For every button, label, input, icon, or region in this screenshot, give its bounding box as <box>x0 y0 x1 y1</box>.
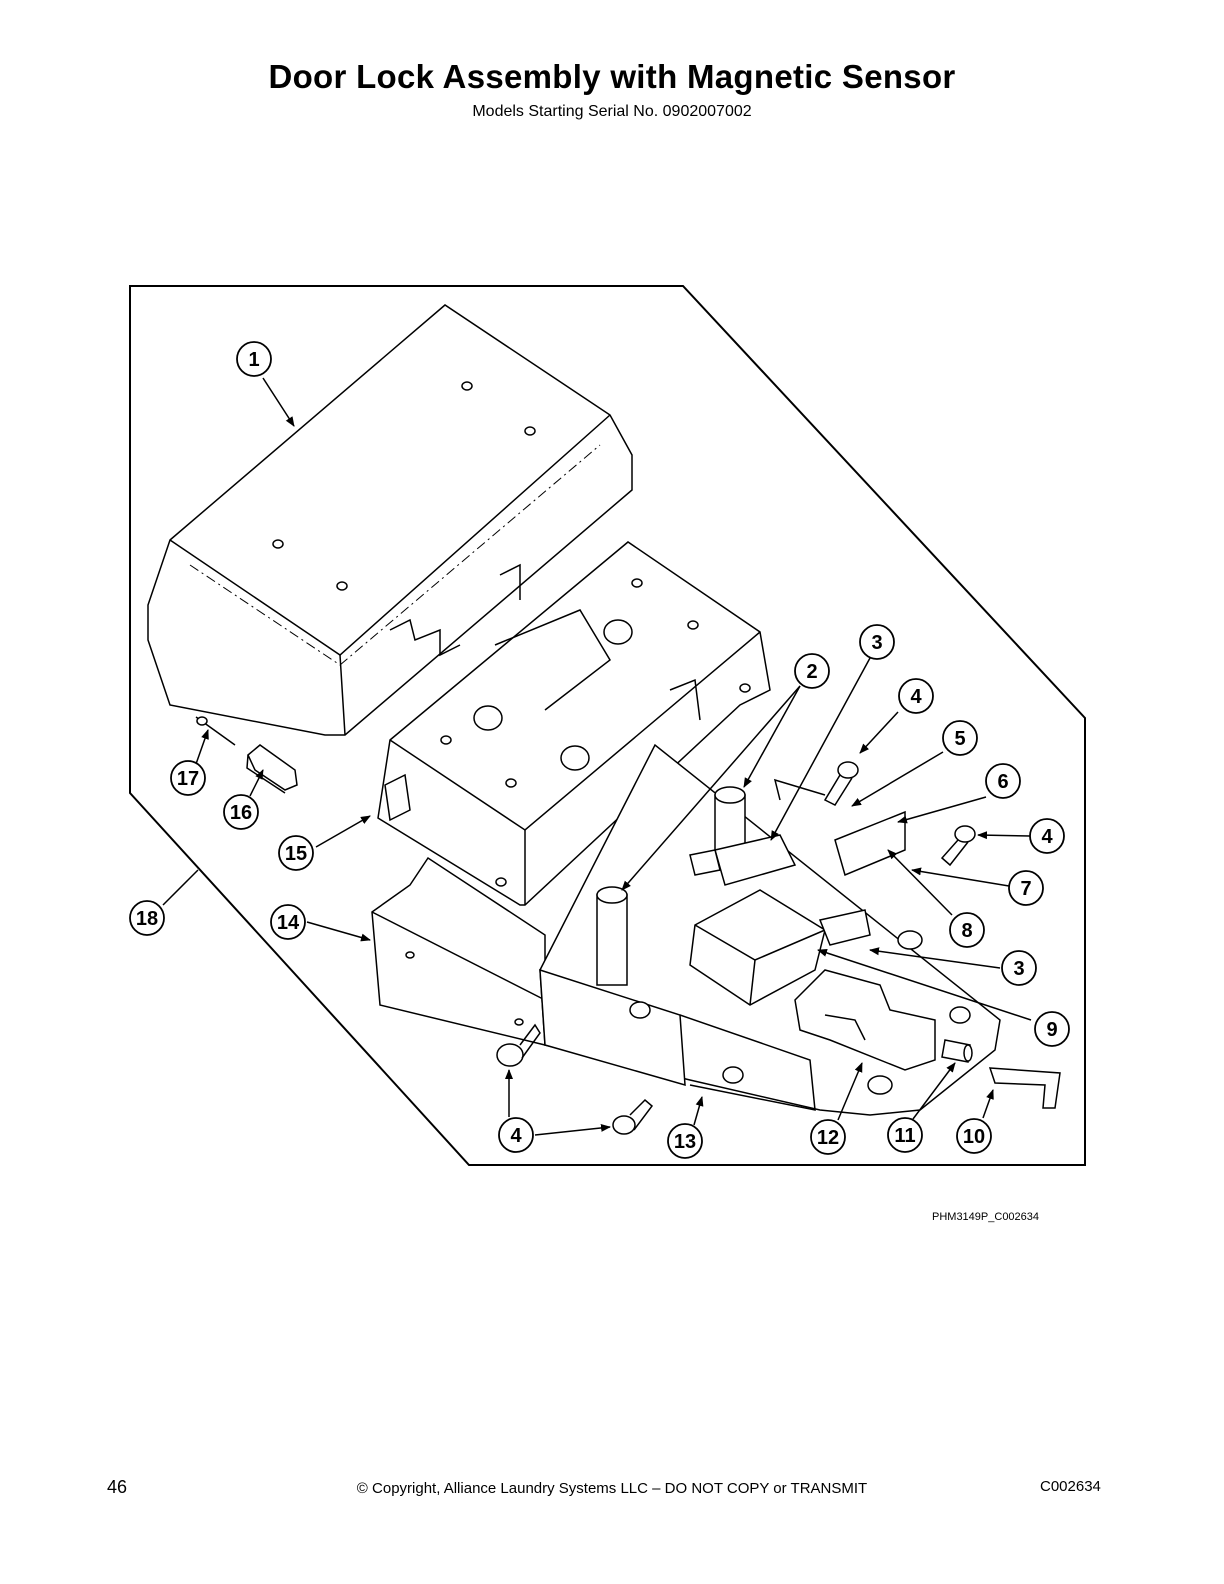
callout-label: 17 <box>177 768 199 790</box>
callout-label: 14 <box>277 912 300 934</box>
callout-label: 3 <box>871 632 882 654</box>
callout-label: 10 <box>963 1126 985 1148</box>
leader-18 <box>162 869 199 906</box>
callout-11 <box>887 1117 923 1153</box>
callout-label: 4 <box>510 1125 522 1147</box>
callout-label: 6 <box>997 771 1008 793</box>
callout-7 <box>1008 870 1044 906</box>
callout-15 <box>278 835 314 871</box>
callout-17 <box>170 760 206 796</box>
callout-label: 5 <box>954 728 965 750</box>
callout-4b <box>1029 818 1065 854</box>
part-16-clip <box>246 744 298 794</box>
part-1-cover <box>147 304 633 736</box>
callout-8 <box>949 912 985 948</box>
part-10-clip <box>988 1067 1061 1109</box>
assembly-boundary <box>129 285 1086 1166</box>
callout-12 <box>810 1119 846 1155</box>
page-number: 46 <box>107 1477 128 1497</box>
callout-1 <box>236 341 272 377</box>
callouts <box>129 341 1070 1159</box>
callout-label: 12 <box>817 1127 839 1149</box>
callout-5 <box>942 720 978 756</box>
callout-label: 11 <box>894 1125 915 1147</box>
callout-10 <box>956 1118 992 1154</box>
part-15-housing <box>377 541 771 906</box>
callout-13 <box>667 1123 703 1159</box>
callout-label: 2 <box>806 661 817 683</box>
part-11-pin <box>941 1039 973 1063</box>
callout-6 <box>985 763 1021 799</box>
callout-2 <box>794 653 830 689</box>
callout-label: 13 <box>674 1131 696 1153</box>
part-17-pin <box>195 716 236 746</box>
document-code: C002634 <box>1040 1478 1101 1495</box>
callout-label: 1 <box>248 349 259 371</box>
callout-label: 4 <box>1041 826 1053 848</box>
figure-id: PHM3149P_C002634 <box>932 1211 1040 1223</box>
part-switch-assembly <box>689 778 906 1006</box>
callout-9 <box>1034 1011 1070 1047</box>
callout-16 <box>223 794 259 830</box>
page-subtitle: Models Starting Serial No. 0902007002 <box>472 103 752 120</box>
callout-label: 3 <box>1013 958 1024 980</box>
part-12-latch <box>794 969 936 1071</box>
copyright-notice: © Copyright, Alliance Laundry Systems LL… <box>356 1480 868 1497</box>
callout-3a <box>859 624 895 660</box>
part-4-screws <box>496 761 976 1135</box>
page-title: Door Lock Assembly with Magnetic Sensor <box>268 58 956 95</box>
callout-label: 4 <box>910 686 922 708</box>
callout-4c <box>498 1117 534 1153</box>
part-14-side-plate <box>371 856 546 1046</box>
callout-label: 15 <box>285 843 307 865</box>
callout-label: 9 <box>1046 1019 1057 1041</box>
callout-label: 8 <box>961 920 972 942</box>
callout-18 <box>129 900 165 936</box>
callout-14 <box>270 904 306 940</box>
callout-label: 16 <box>230 802 252 824</box>
callout-label: 7 <box>1020 878 1031 900</box>
callout-3b <box>1001 950 1037 986</box>
callout-label: 18 <box>136 908 158 930</box>
leader-lines <box>195 377 1032 1136</box>
callout-4a <box>898 678 934 714</box>
